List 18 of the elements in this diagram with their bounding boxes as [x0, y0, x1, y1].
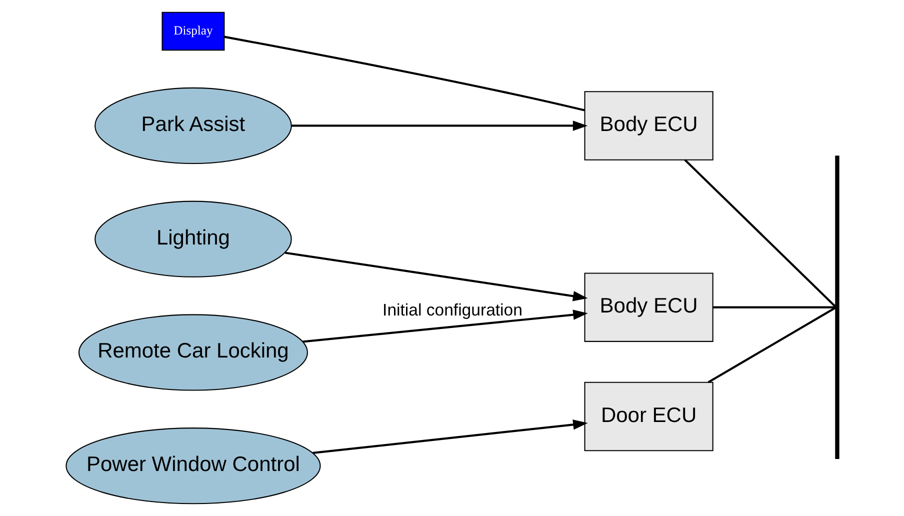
arrow [312, 420, 588, 454]
connector [684, 159, 836, 308]
node-box: Body ECU [584, 91, 713, 160]
edge-label: Initial configuration [382, 300, 522, 320]
node-box: Display [161, 12, 224, 51]
connector [224, 36, 584, 112]
arrow [302, 310, 588, 343]
node-ellipse: Park Assist [94, 87, 292, 164]
node-ellipse: Power Window Control [65, 428, 320, 504]
node-box: Door ECU [584, 382, 713, 452]
connector [712, 306, 835, 308]
node-bar [834, 156, 839, 460]
connector [707, 306, 836, 384]
node-ellipse: Lighting [94, 200, 292, 278]
node-box: Body ECU [584, 272, 713, 342]
arrow [291, 120, 588, 131]
arrow [284, 252, 588, 302]
node-ellipse: Remote Car Locking [78, 314, 308, 391]
